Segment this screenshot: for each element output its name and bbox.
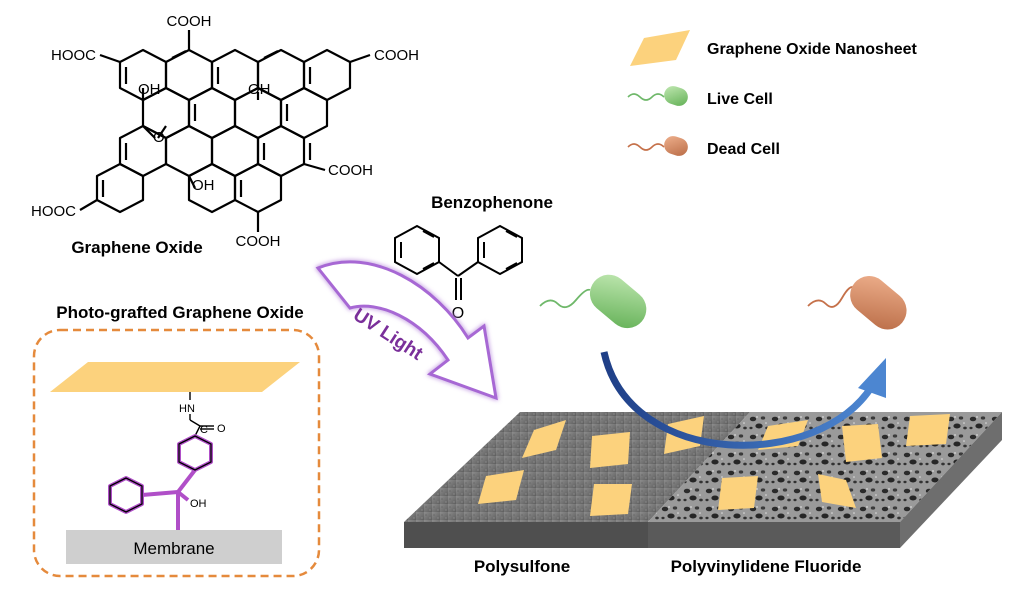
nanosheet	[906, 414, 950, 446]
nanosheet	[842, 424, 882, 462]
nanosheet	[818, 474, 856, 508]
group-top-left-hooc: HOOC	[51, 47, 96, 64]
polysulfone-edge	[404, 522, 648, 548]
epoxy-oxygen: O	[153, 129, 165, 146]
pvdf-label: Polyvinylidene Fluoride	[671, 557, 862, 576]
cell-transition-arrow	[600, 351, 886, 449]
inset-grafted-benzophenone	[108, 434, 213, 530]
nanosheet	[590, 432, 630, 468]
pvdf-edge	[648, 522, 900, 548]
inset-frame	[32, 328, 321, 578]
group-bottom-cooh: COOH	[236, 233, 281, 250]
legend: Graphene Oxide Nanosheet Live Cell Dead …	[627, 30, 918, 158]
inset-nh-n: N	[187, 403, 195, 415]
benzophenone-label: Benzophenone	[431, 193, 553, 212]
legend-label-dead-cell: Dead Cell	[707, 141, 780, 158]
benzophenone-structure	[394, 224, 523, 300]
inset-content: Membrane N H C O OH	[50, 362, 300, 564]
hydroxyl-3: OH	[192, 177, 215, 194]
inset-membrane	[66, 530, 282, 564]
pvdf-side	[900, 412, 1002, 548]
nanosheet	[718, 476, 758, 510]
live-cell-icon	[627, 86, 688, 106]
graphene-oxide-caption: Graphene Oxide	[71, 238, 202, 257]
group-bottom-left-hooc: HOOC	[31, 203, 76, 220]
nanosheet	[522, 420, 566, 458]
hydroxyl-1: OH	[138, 81, 161, 98]
group-top-cooh: COOH	[167, 13, 212, 30]
uv-light-arrow: UV Light	[315, 260, 498, 401]
legend-label-nanosheet: Graphene Oxide Nanosheet	[707, 41, 918, 58]
polysulfone-label: Polysulfone	[474, 557, 570, 576]
dead-cell-icon	[627, 136, 688, 156]
nanosheet-icon	[630, 30, 690, 66]
nanosheet	[590, 484, 632, 516]
inset-hydroxyl: OH	[190, 498, 207, 510]
graphene-oxide-labels: COOH HOOC COOH COOH HOOC COOH OH OH OH O…	[31, 13, 419, 257]
inset-nh-h: H	[179, 403, 187, 415]
group-top-right-cooh: COOH	[374, 47, 419, 64]
nanosheet	[478, 470, 524, 504]
inset-carbonyl-o: O	[217, 423, 226, 435]
group-right-mid-cooh: COOH	[328, 162, 373, 179]
inset-membrane-label: Membrane	[133, 539, 214, 558]
inset-nanosheet	[50, 362, 300, 392]
inset-carbonyl-c: C	[200, 424, 208, 436]
legend-label-live-cell: Live Cell	[707, 91, 773, 108]
hydroxyl-2: OH	[248, 81, 271, 98]
inset-title: Photo-grafted Graphene Oxide	[56, 303, 303, 322]
dead-cell	[807, 276, 907, 330]
live-cell	[539, 274, 647, 329]
graphene-oxide-structure	[79, 30, 371, 232]
